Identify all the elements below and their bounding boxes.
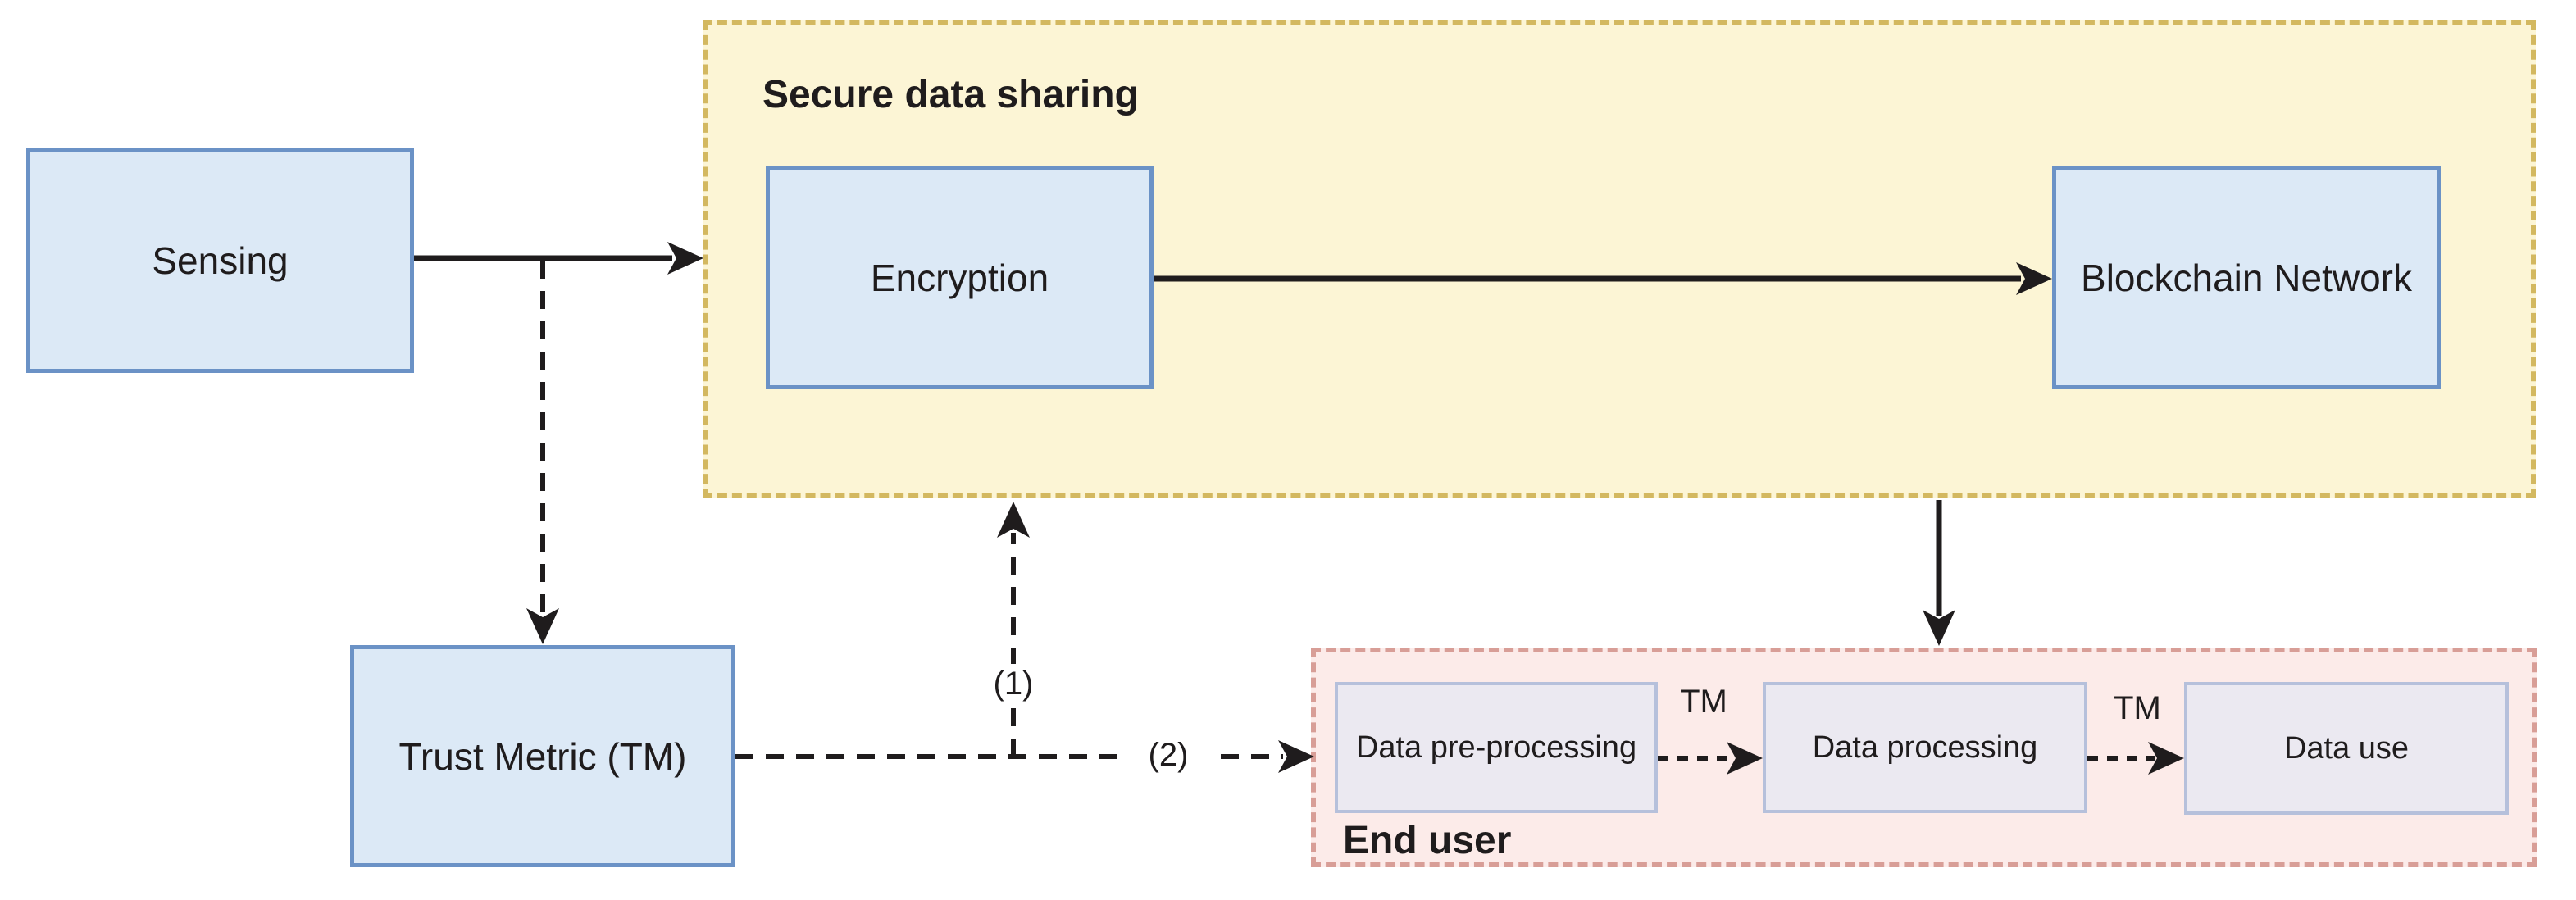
data-use-label: Data use xyxy=(2283,730,2410,766)
data-processing-label: Data processing xyxy=(1812,730,2038,765)
data-use-node: Data use xyxy=(2184,682,2509,815)
sensing-node: Sensing xyxy=(26,148,414,373)
encryption-node: Encryption xyxy=(766,166,1154,389)
data-processing-node: Data processing xyxy=(1763,682,2087,813)
end-user-title: End user xyxy=(1343,819,1512,862)
blockchain-network-label: Blockchain Network xyxy=(2081,257,2412,299)
arrowhead-trust-metric-to-end-user xyxy=(1278,740,1314,773)
blockchain-network-node: Blockchain Network xyxy=(2052,166,2441,389)
arrowhead-sensing-to-secure-sharing xyxy=(667,242,703,275)
sensing-label: Sensing xyxy=(152,239,289,282)
trust-metric-node: Trust Metric (TM) xyxy=(350,645,735,867)
arrowhead-trust-metric-to-secure-sharing xyxy=(997,502,1030,538)
edge-label-2: (2) xyxy=(1119,735,1217,775)
encryption-label: Encryption xyxy=(870,257,1049,299)
data-preprocessing-node: Data pre-processing xyxy=(1335,682,1658,813)
arrowhead-to-trust-metric xyxy=(526,608,559,644)
edge-label-tm-2: TM xyxy=(2114,690,2161,726)
data-preprocessing-label: Data pre-processing xyxy=(1355,730,1637,765)
secure-data-sharing-title: Secure data sharing xyxy=(762,73,1139,116)
arrowhead-secure-sharing-to-end-user xyxy=(1923,610,1955,646)
edge-label-tm-1: TM xyxy=(1680,684,1727,720)
edge-label-1: (1) xyxy=(964,664,1063,704)
trust-metric-label: Trust Metric (TM) xyxy=(398,734,687,778)
